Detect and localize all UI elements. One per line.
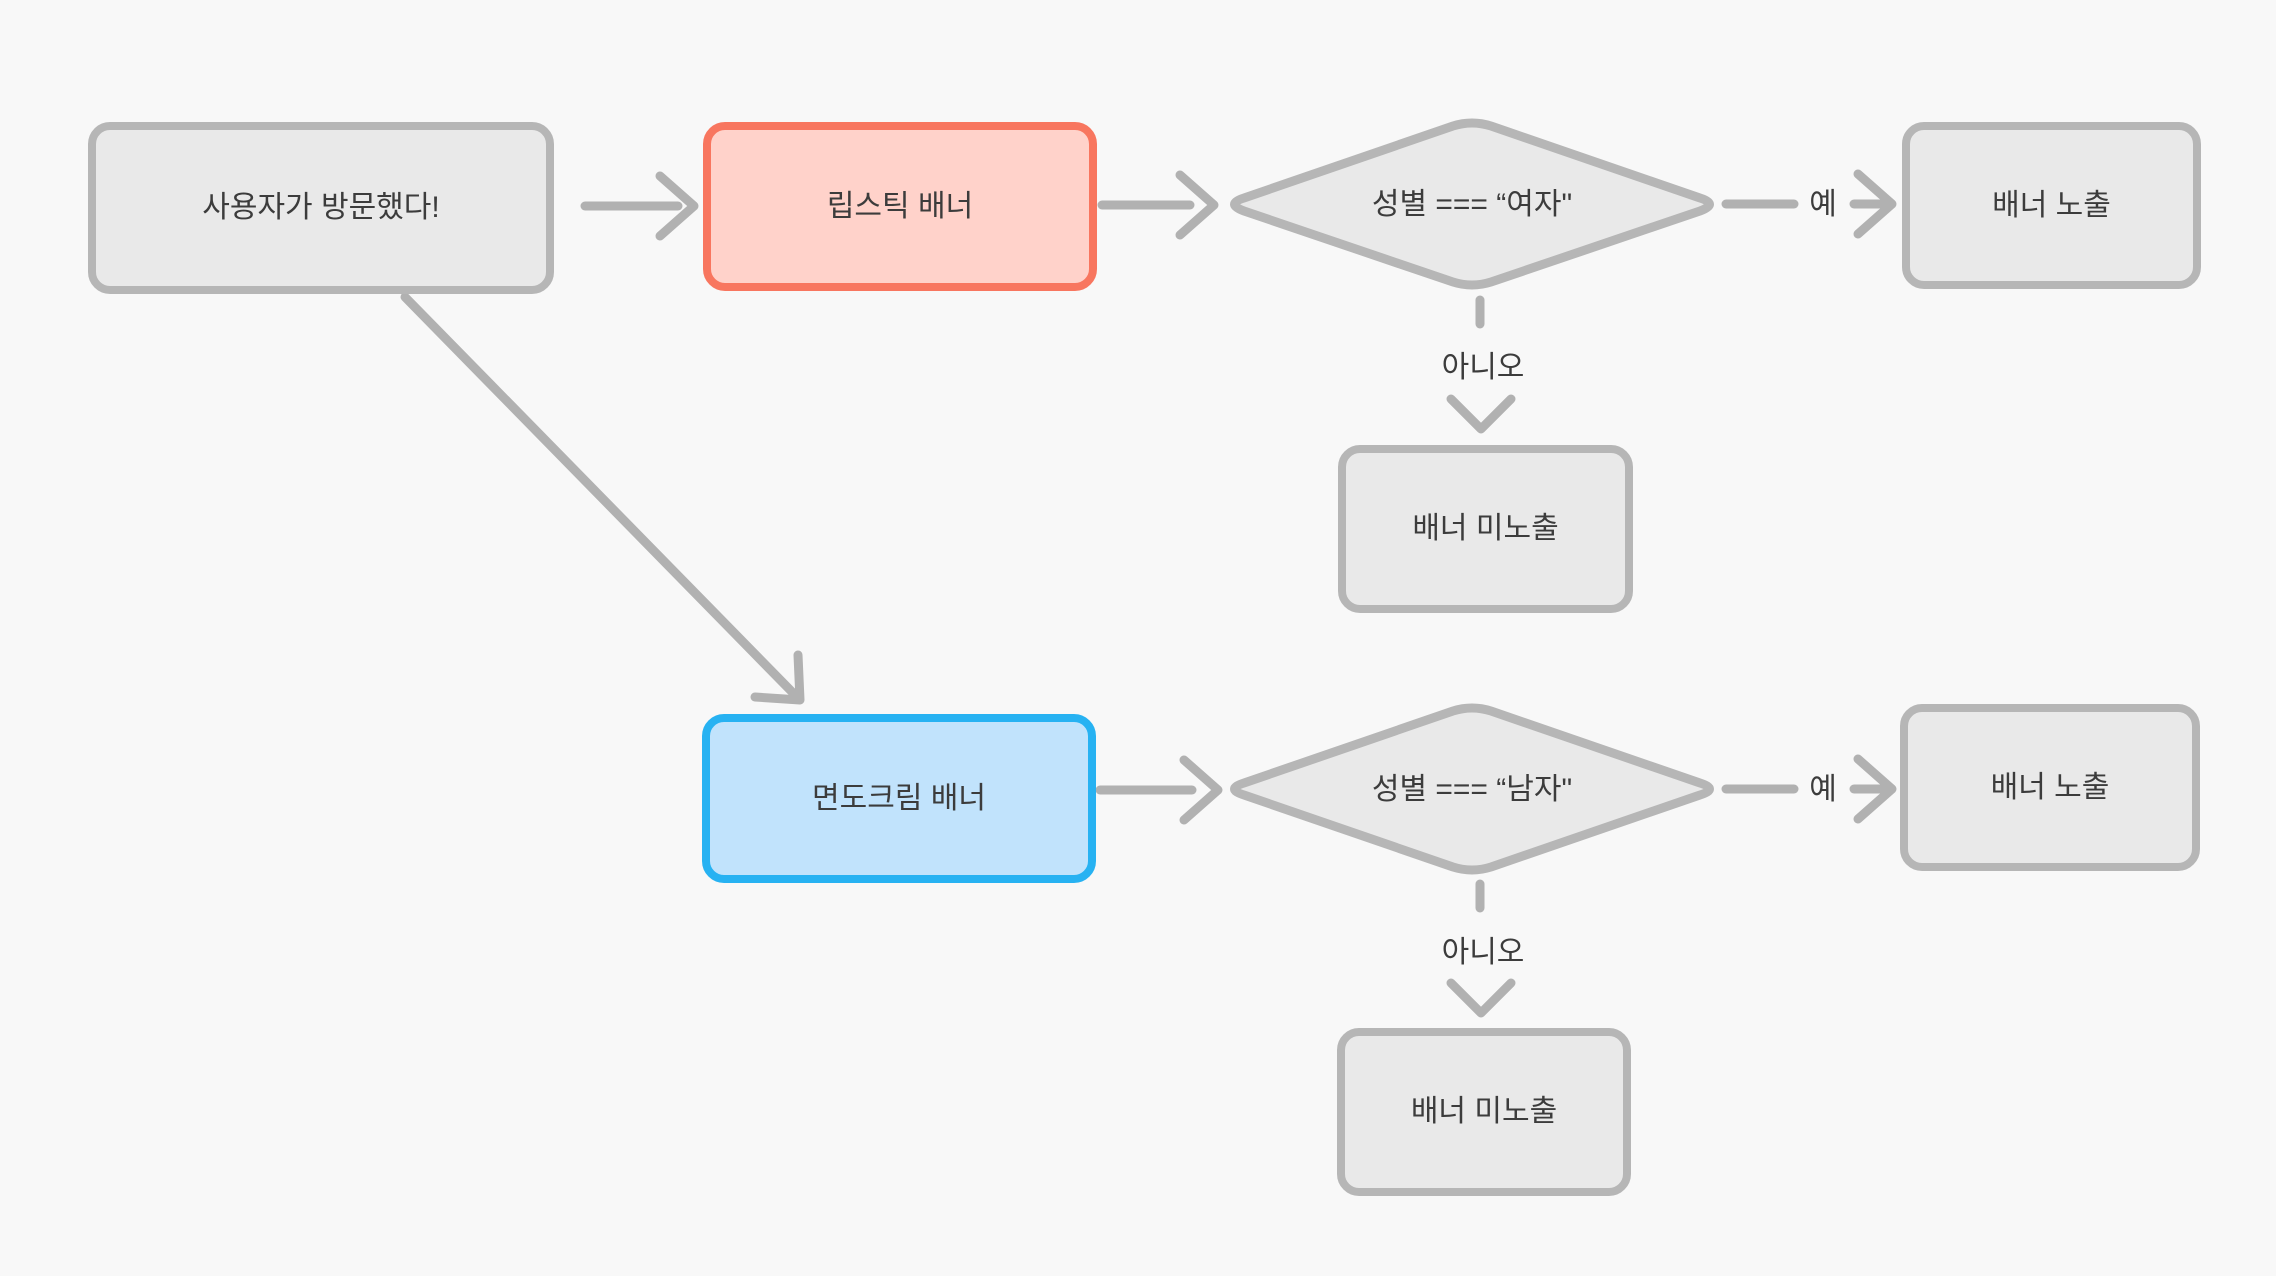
arrowhead-start-to-lipstick <box>655 171 699 241</box>
edge-label-yes-female: 예 <box>1809 188 1837 221</box>
node-banner-shown-male-label: 배너 노출 <box>1990 770 2110 804</box>
decision-diamond-female <box>1230 118 1714 290</box>
node-lipstick-banner: 립스틱 배너 <box>703 122 1097 291</box>
arrowhead-lipstick-to-decision <box>1175 170 1219 240</box>
node-user-visited-label: 사용자가 방문했다! <box>202 191 440 224</box>
node-shaving-cream-banner: 면도크림 배너 <box>702 714 1096 883</box>
decision-female-label: 성별 === “여자" <box>1371 188 1573 221</box>
arrowhead-shaving-to-decision <box>1179 755 1223 825</box>
node-lipstick-banner-label: 립스틱 배너 <box>826 189 974 223</box>
arrow-start-to-shaving <box>400 292 803 703</box>
edge-label-no-male: 아니오 <box>1441 936 1525 969</box>
node-banner-hidden-male-label: 배너 미노출 <box>1410 1095 1558 1128</box>
node-banner-hidden-female-label: 배너 미노출 <box>1412 512 1559 545</box>
node-banner-hidden-female: 배너 미노출 <box>1338 445 1633 613</box>
edge-label-yes-male: 예 <box>1809 773 1837 806</box>
node-banner-shown-female: 배너 노출 <box>1902 122 2201 289</box>
arrowhead-female-yes <box>1853 169 1897 239</box>
edge-label-no-female: 아니오 <box>1441 351 1525 384</box>
node-banner-shown-male: 배너 노출 <box>1900 704 2200 871</box>
arrowhead-female-no <box>1446 394 1516 434</box>
node-banner-hidden-male: 배너 미노출 <box>1337 1028 1631 1196</box>
arrowhead-start-to-shaving <box>750 650 805 705</box>
decision-diamond-male <box>1230 703 1714 875</box>
arrowhead-male-no <box>1446 978 1516 1018</box>
node-banner-shown-female-label: 배너 노출 <box>1992 188 2111 222</box>
decision-male-label: 성별 === “남자" <box>1371 773 1573 806</box>
arrowhead-male-yes <box>1853 754 1897 824</box>
node-user-visited: 사용자가 방문했다! <box>88 122 554 294</box>
node-shaving-cream-banner-label: 면도크림 배너 <box>812 781 986 815</box>
